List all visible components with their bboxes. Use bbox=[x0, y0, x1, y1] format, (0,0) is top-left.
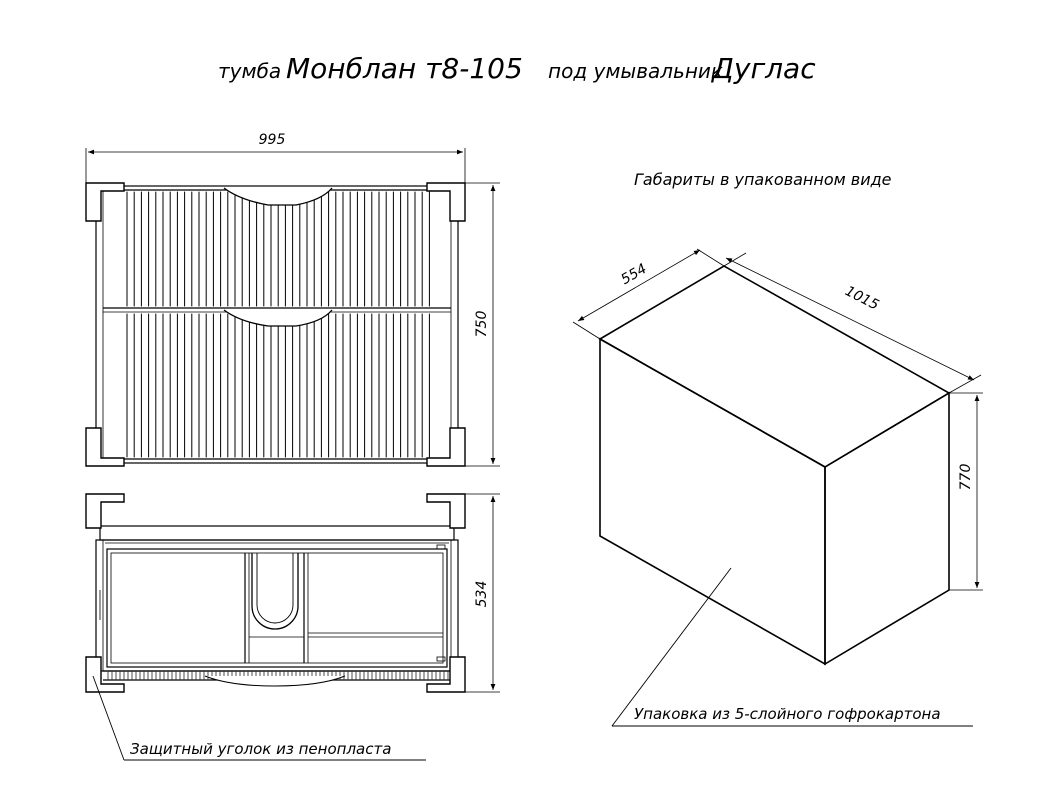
box-depth-dimension-line bbox=[577, 249, 701, 322]
corner-protector-top-left bbox=[85, 493, 125, 529]
box-length-dimension-line bbox=[725, 257, 975, 381]
cabinet-body bbox=[95, 185, 459, 464]
package-heading: Габариты в упакованном виде bbox=[634, 170, 892, 189]
lower-handle-recess bbox=[223, 309, 333, 327]
corner-protector-top-right bbox=[426, 493, 466, 529]
corner-protector-bottom-right bbox=[426, 427, 466, 467]
corner-protector-bottom-left bbox=[85, 427, 125, 467]
corner-protector-bottom-left bbox=[85, 656, 125, 693]
title-middle: под умывальник bbox=[548, 59, 723, 83]
upper-drawer-ribs bbox=[126, 191, 430, 307]
corner-callout-label: Защитный уголок из пенопласта bbox=[130, 740, 391, 758]
package-view: Габариты в упакованном виде 554 1015 770… bbox=[572, 170, 983, 727]
box-depth-dimension-label: 554 bbox=[618, 261, 649, 288]
back-panel bbox=[99, 525, 455, 541]
front-view: 995 750 bbox=[85, 132, 500, 467]
top-view: 534 bbox=[85, 493, 500, 693]
title-prefix: тумба bbox=[218, 59, 281, 83]
box-side-face bbox=[824, 391, 950, 666]
corner-protector-top-left bbox=[85, 182, 125, 222]
box-length-dimension-label: 1015 bbox=[842, 283, 881, 313]
corner-callout: Защитный уголок из пенопласта bbox=[92, 675, 426, 761]
upper-handle-recess bbox=[223, 187, 333, 206]
cabinet-plan bbox=[95, 539, 459, 672]
corner-protector-top-right bbox=[426, 182, 466, 222]
depth-dimension-label: 534 bbox=[474, 581, 490, 608]
width-dimension-label: 995 bbox=[259, 132, 286, 148]
box-top-face bbox=[598, 265, 951, 468]
packaging-callout-label: Упаковка из 5-слойного гофрокартона bbox=[634, 705, 941, 723]
box-height-dimension-label: 770 bbox=[958, 464, 974, 491]
title-model: Монблан т8-105 bbox=[286, 52, 523, 85]
drawer-box bbox=[106, 548, 448, 668]
box-front-face bbox=[599, 337, 826, 666]
drawing-title: тумба Монблан т8-105 под умывальник Дугл… bbox=[218, 52, 816, 85]
corner-protector-bottom-right bbox=[426, 656, 466, 693]
title-basin: Дуглас bbox=[710, 52, 816, 85]
height-dimension-label: 750 bbox=[474, 311, 490, 338]
siphon-cutout bbox=[251, 553, 299, 630]
lower-drawer-ribs bbox=[126, 313, 430, 458]
